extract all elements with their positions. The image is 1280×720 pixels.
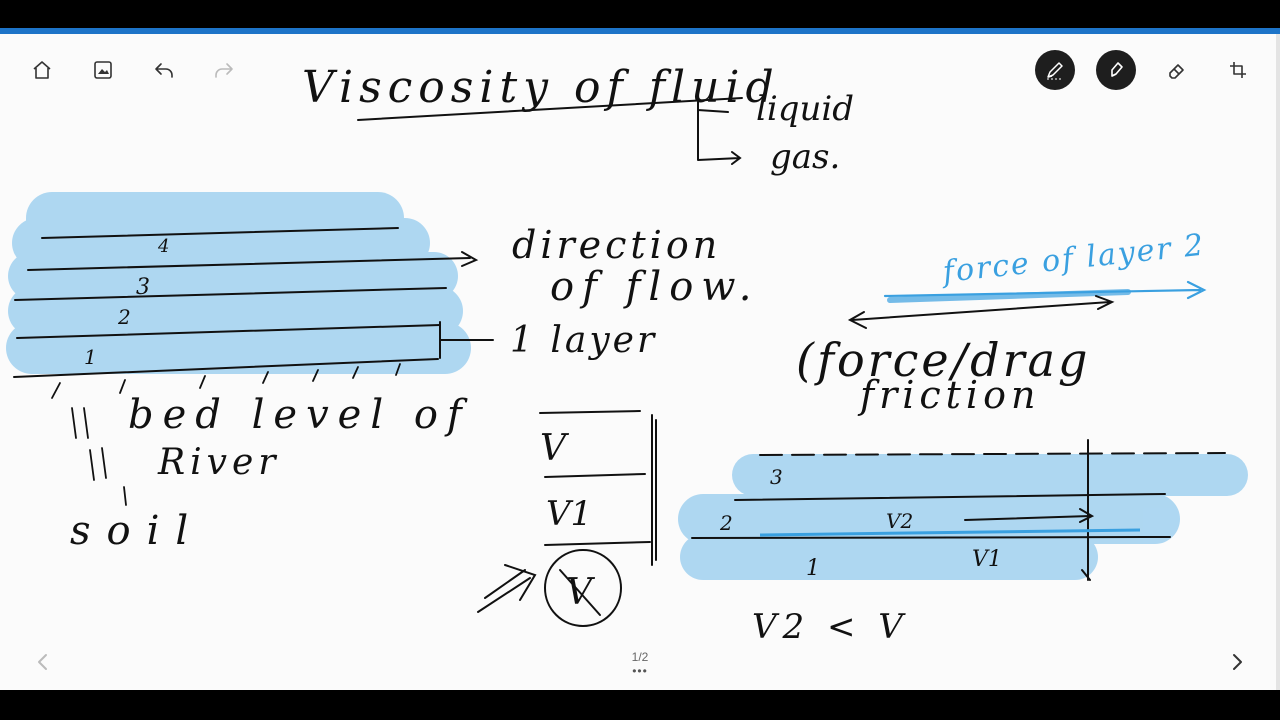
v1-label-text: V1	[972, 547, 1002, 572]
right-layer-number-2: 2	[719, 511, 733, 535]
right-layer-lines	[691, 439, 1226, 581]
page-dots[interactable]: •••	[632, 664, 648, 678]
top-black-bar	[0, 0, 1280, 28]
pen-tool-icon[interactable]	[1035, 50, 1075, 90]
velocity-circle-text: V	[566, 572, 596, 613]
comparison-text: V2 < V	[752, 607, 909, 647]
bed-hatching	[51, 363, 401, 506]
blue-layer-line	[759, 528, 1141, 537]
page-indicator: 1/2	[631, 650, 649, 664]
crop-icon[interactable]	[1218, 50, 1258, 90]
image-icon[interactable]	[83, 50, 123, 90]
accent-bar	[0, 28, 1280, 34]
soil-text: soil	[70, 508, 204, 554]
force-of-layer-text: force of layer 2	[939, 228, 1207, 291]
previous-page-icon[interactable]	[31, 650, 55, 674]
left-layer-lines	[13, 227, 494, 378]
layer-number-3: 3	[136, 275, 150, 300]
eraser-icon[interactable]	[1157, 50, 1197, 90]
v2-label-text: V2	[886, 509, 913, 533]
velocity-lines	[477, 410, 657, 627]
friction-text: friction	[857, 373, 1040, 417]
of-flow-text: of flow.	[550, 264, 760, 310]
force-arrows	[847, 280, 1207, 329]
direction-text: direction	[512, 223, 721, 267]
highlighter-tool-icon[interactable]	[1096, 50, 1136, 90]
redo-icon[interactable]	[204, 50, 244, 90]
next-page-icon[interactable]	[1225, 650, 1249, 674]
right-highlight-bands	[678, 454, 1248, 580]
layer-number-4: 4	[157, 236, 169, 257]
velocity-v1-text: V1	[546, 494, 592, 534]
river-text: River	[157, 442, 280, 483]
right-layer-number-1: 1	[806, 556, 820, 581]
title-branch	[357, 97, 743, 165]
bed-level-text: bed level of	[128, 392, 471, 438]
left-highlight-bands	[6, 192, 471, 374]
bottom-black-bar	[0, 690, 1280, 720]
branch-liquid-text: liquid	[756, 89, 854, 129]
force-drag-text: (force/drag	[796, 333, 1090, 387]
undo-icon[interactable]	[144, 50, 184, 90]
scrollbar-track[interactable]	[1276, 34, 1280, 690]
home-icon[interactable]	[22, 50, 62, 90]
branch-gas-text: gas.	[770, 137, 840, 177]
velocity-v-text: V	[540, 428, 570, 469]
layer-number-1: 1	[84, 345, 97, 369]
right-layer-number-3: 3	[770, 465, 783, 489]
layer-label-text: 1 layer	[510, 320, 657, 361]
layer-number-2: 2	[117, 305, 131, 329]
title-text: Viscosity of fluid	[302, 62, 780, 113]
